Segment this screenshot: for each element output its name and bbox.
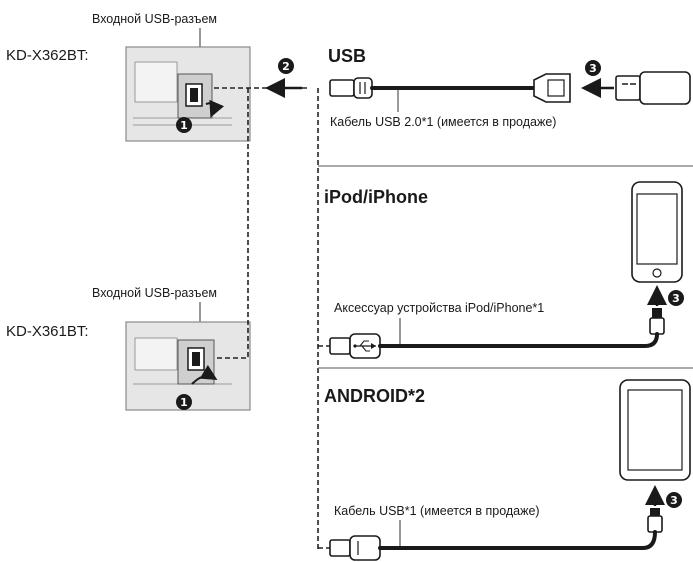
dashed-link-head-units: [214, 87, 262, 359]
svg-text:3: 3: [670, 494, 678, 507]
usb-port-top[interactable]: [185, 83, 203, 107]
svg-text:1: 1: [180, 396, 188, 409]
section-title-ipod: iPod/iPhone: [324, 187, 428, 207]
ipod-cable-caption: Аксессуар устройства iPod/iPhone*1: [334, 301, 544, 315]
open-cover-arrow-top: [205, 99, 225, 118]
step-badge-connect: 2: [278, 58, 294, 74]
model-label-kd-x362bt: KD-X362BT:: [6, 47, 89, 64]
usb-plug-usb-cable[interactable]: [329, 77, 373, 99]
usb-port-bottom[interactable]: [187, 347, 205, 371]
step-badge-open-top: 1: [176, 117, 192, 133]
usb-trident-icon: [353, 340, 376, 352]
section-title-android: ANDROID*2: [324, 386, 425, 406]
section-title-usb: USB: [328, 46, 366, 66]
usb-cable-caption: Кабель USB 2.0*1 (имеется в продаже): [330, 115, 556, 129]
svg-text:3: 3: [672, 292, 680, 305]
usb-flash-drive-icon[interactable]: [615, 71, 691, 105]
usb-plug-android-cable[interactable]: [329, 535, 381, 561]
step-badge-usb: 3: [585, 60, 601, 76]
lightning-plug[interactable]: [649, 308, 665, 335]
svg-text:3: 3: [589, 62, 597, 75]
micro-usb-plug[interactable]: [647, 508, 663, 533]
usb-input-label-top: Входной USB-разъем: [92, 12, 217, 26]
iphone-icon[interactable]: [631, 181, 683, 283]
android-cable: [378, 530, 657, 550]
usb-input-label-bottom: Входной USB-разъем: [92, 286, 217, 300]
model-label-kd-x361bt: KD-X361BT:: [6, 323, 89, 340]
step-badge-android: 3: [666, 492, 682, 508]
svg-text:2: 2: [282, 60, 290, 73]
step-badge-open-bottom: 1: [176, 394, 192, 410]
ipod-cable: [378, 332, 659, 348]
android-tablet-icon[interactable]: [619, 379, 691, 481]
open-cover-arrow-bottom: [191, 364, 218, 385]
step-badge-ipod: 3: [668, 290, 684, 306]
svg-text:1: 1: [180, 119, 188, 132]
usb-extension-socket[interactable]: [533, 73, 571, 103]
android-cable-caption: Кабель USB*1 (имеется в продаже): [334, 504, 540, 518]
